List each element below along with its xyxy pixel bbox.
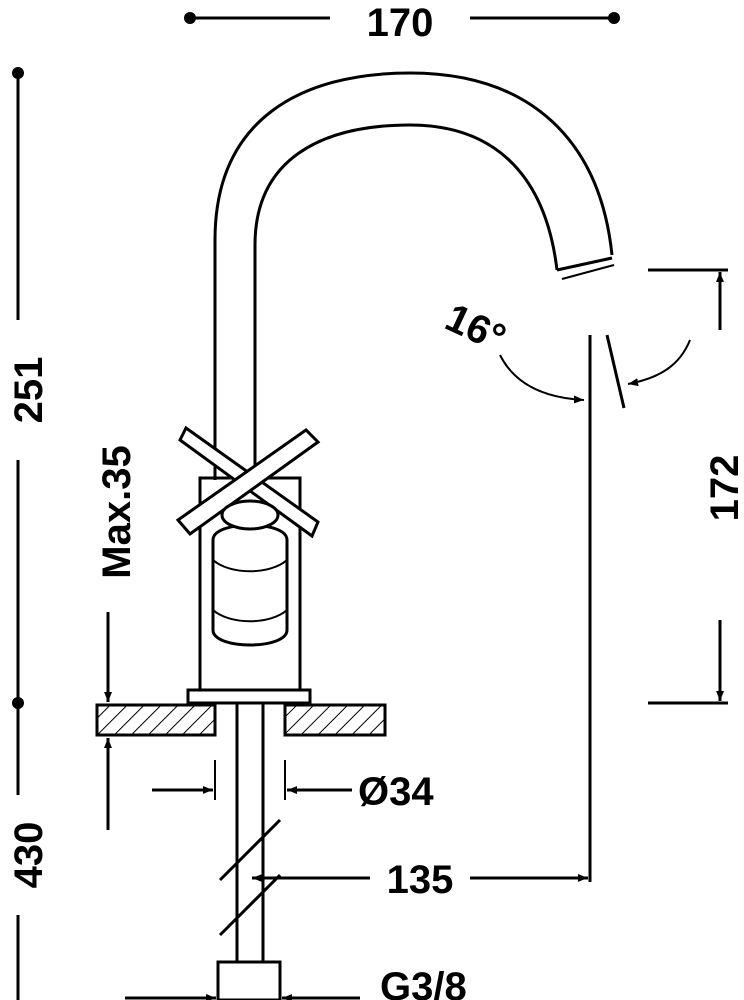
width-dimension: 170 [184,1,620,45]
spout-height-label: 172 [703,455,744,522]
connection-label: G3/8 [380,965,467,1000]
depth-label: 430 [7,822,51,889]
connection-dimension: G3/8 [125,965,467,1000]
hole-diameter-dimension: Ø34 [152,760,434,814]
cross-handle [175,425,321,539]
height-dimension: 251 430 [7,67,51,1000]
angle-label: 16° [439,295,512,360]
hole-diameter-label: Ø34 [358,770,434,814]
height-label: 251 [7,357,51,424]
supply-pipe [216,703,282,1000]
faucet-spout [213,71,615,480]
reach-dimension: 135 [252,858,588,902]
spout-height-dimension: 172 [648,268,744,705]
angle-line [605,334,626,409]
max-thickness-label: Max.35 [95,445,139,578]
max-thickness-dimension: Max.35 [95,445,139,830]
reach-label: 135 [387,858,454,902]
countertop [95,703,387,737]
width-label: 170 [367,1,434,45]
angle-dimension: 16° [439,295,691,400]
